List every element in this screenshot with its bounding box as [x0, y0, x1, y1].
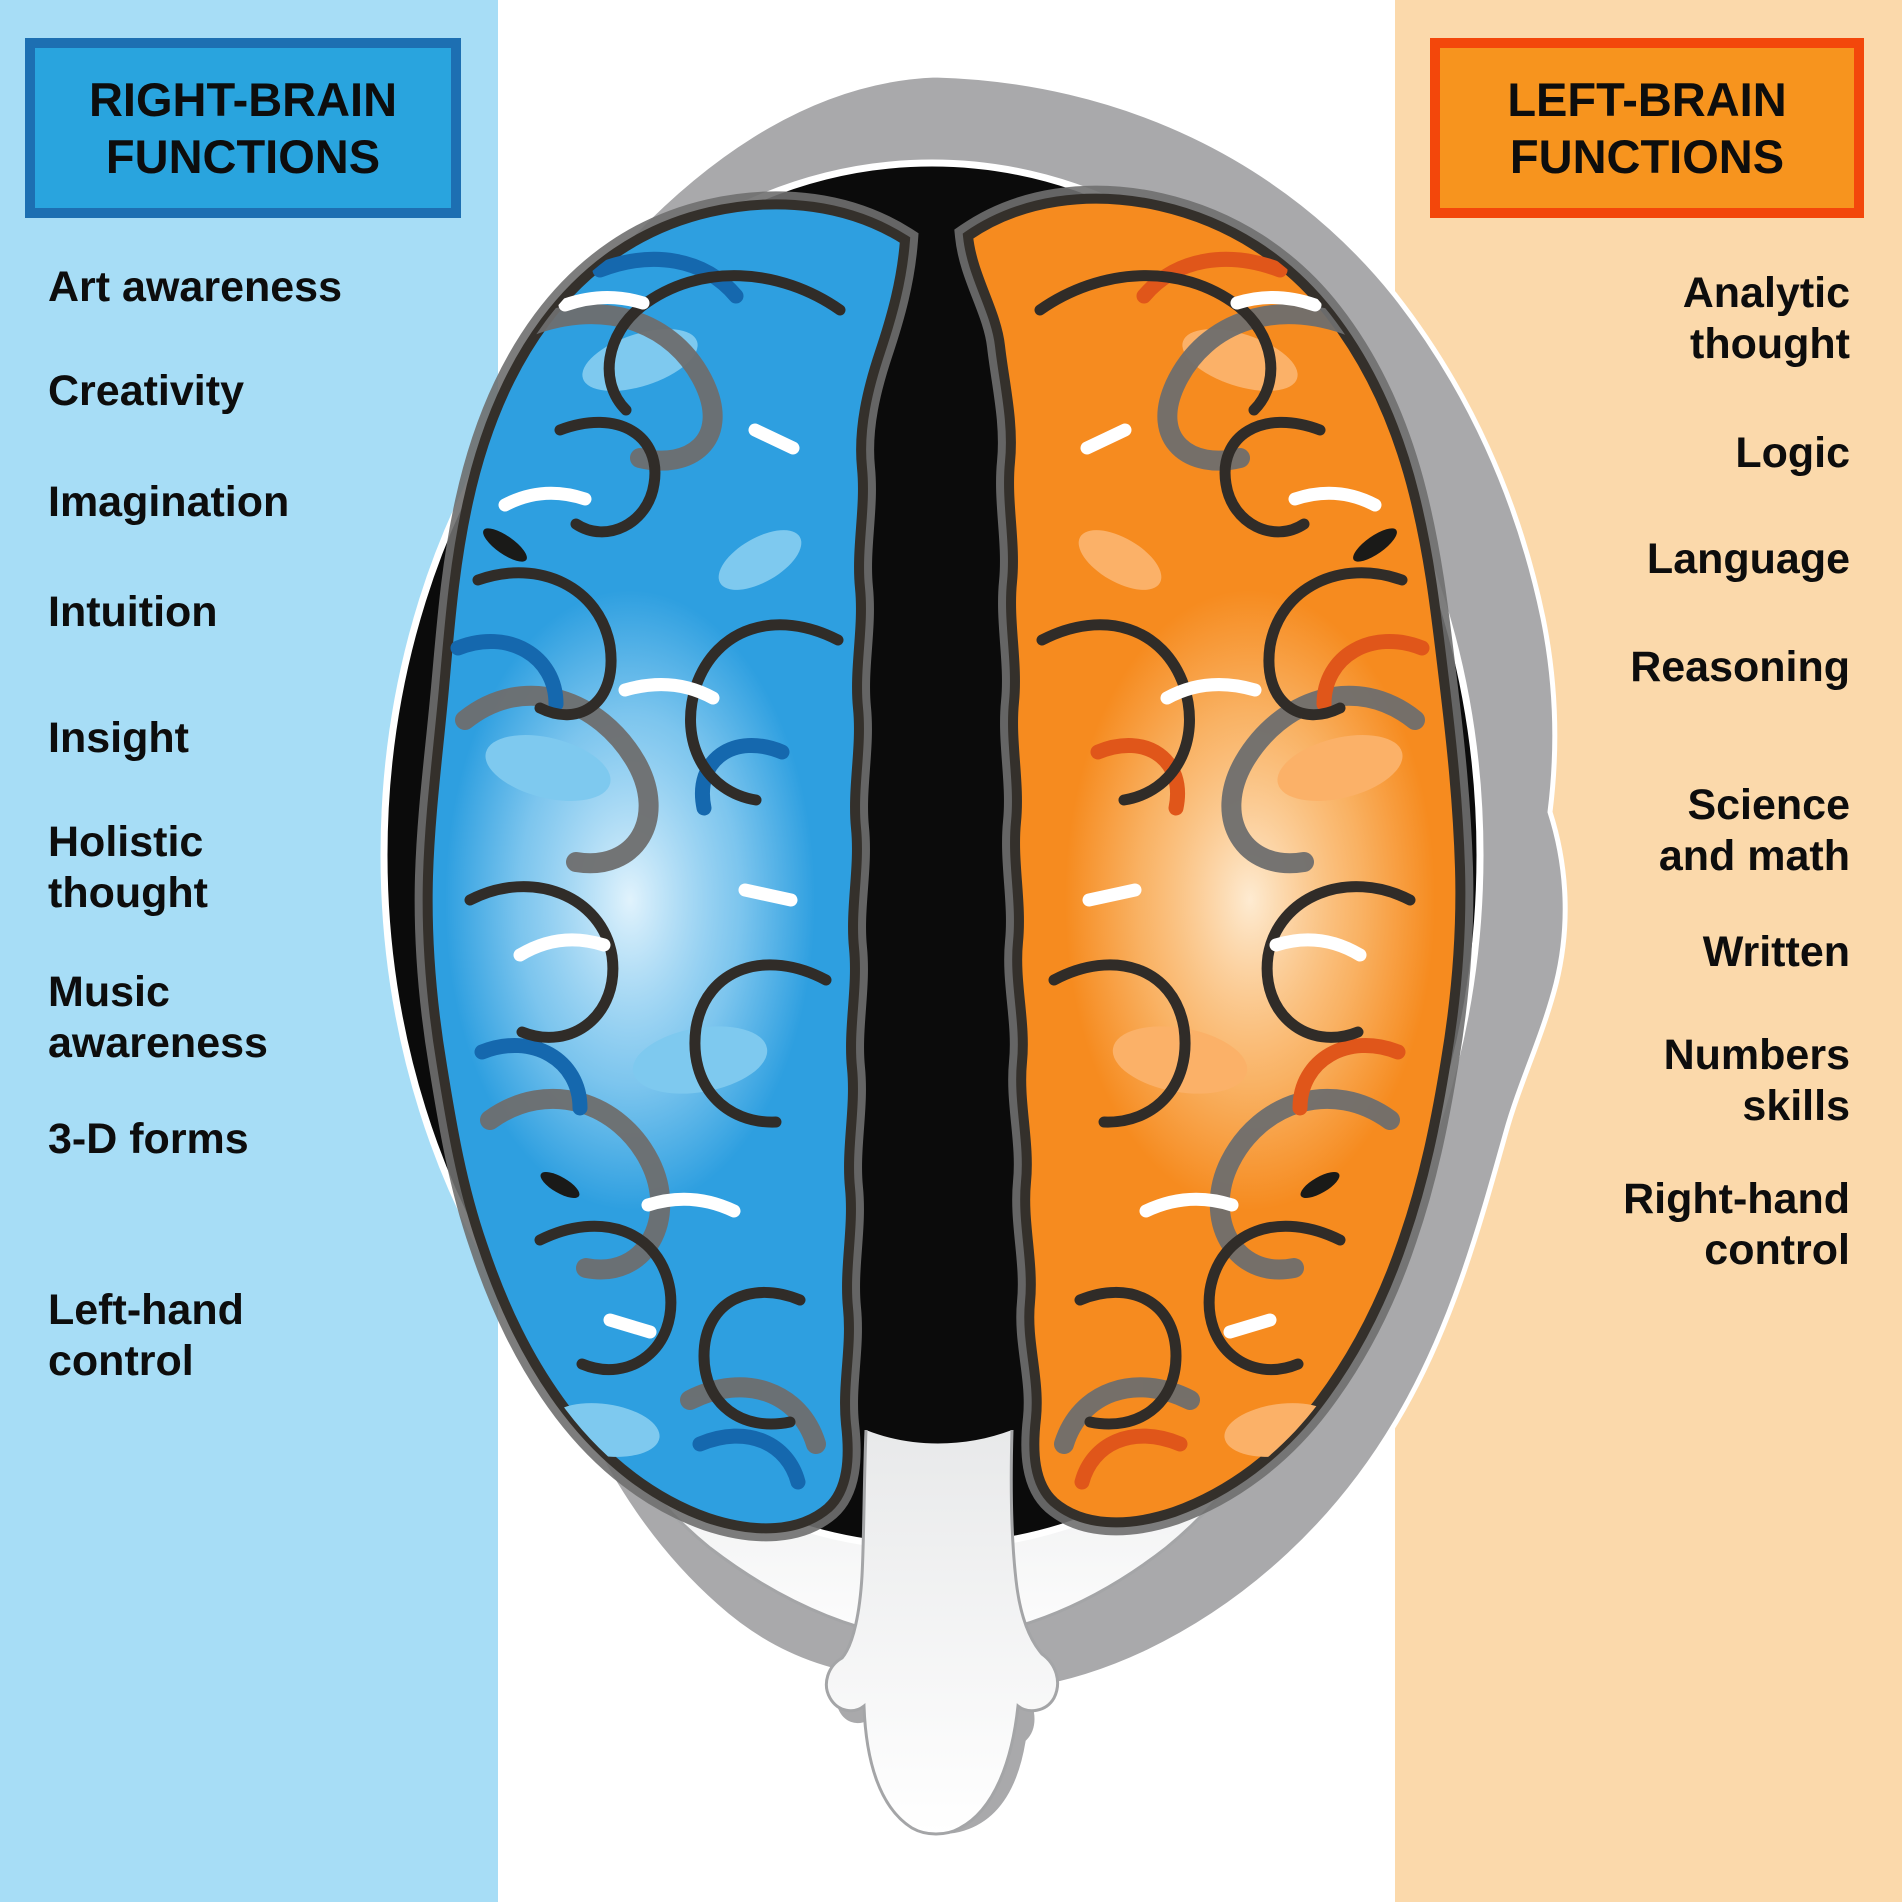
list-item: Intuition	[48, 588, 218, 636]
right-hemisphere-orange	[954, 185, 1474, 1536]
list-item: Creativity	[48, 367, 244, 415]
list-item: Reasoning	[1630, 643, 1850, 691]
list-item: Numbers skills	[1663, 1031, 1850, 1130]
left-brain-title: LEFT-BRAIN FUNCTIONS	[1430, 38, 1864, 218]
list-item: Imagination	[48, 478, 290, 526]
face-shadow-band	[533, 1227, 945, 1533]
list-item: Analytic thought	[1682, 269, 1850, 368]
nose	[826, 1430, 1058, 1834]
right-brain-title: RIGHT-BRAIN FUNCTIONS	[25, 38, 461, 218]
face-shadow-band	[927, 1227, 1339, 1533]
list-item: Left-hand control	[48, 1286, 244, 1385]
list-item: Logic	[1735, 429, 1850, 477]
list-item: Holistic thought	[48, 818, 208, 917]
right-brain-panel: Art awareness Creativity Imagination Int…	[0, 0, 498, 1902]
list-item: Music awareness	[48, 968, 268, 1067]
list-item: Science and math	[1658, 781, 1850, 880]
list-item: Language	[1646, 535, 1850, 583]
list-item: Insight	[48, 714, 189, 762]
nose-outline	[825, 1429, 1059, 1836]
list-item: 3-D forms	[48, 1115, 249, 1163]
list-item: Right-hand control	[1623, 1175, 1850, 1274]
left-brain-panel: Analytic thought Logic Language Reasonin…	[1395, 0, 1902, 1902]
skull	[380, 159, 1484, 1551]
head-silhouette	[407, 72, 1568, 1839]
left-hemisphere-blue	[414, 191, 919, 1542]
face	[503, 1149, 1370, 1642]
list-item: Art awareness	[48, 263, 342, 311]
list-item: Written	[1702, 928, 1850, 976]
